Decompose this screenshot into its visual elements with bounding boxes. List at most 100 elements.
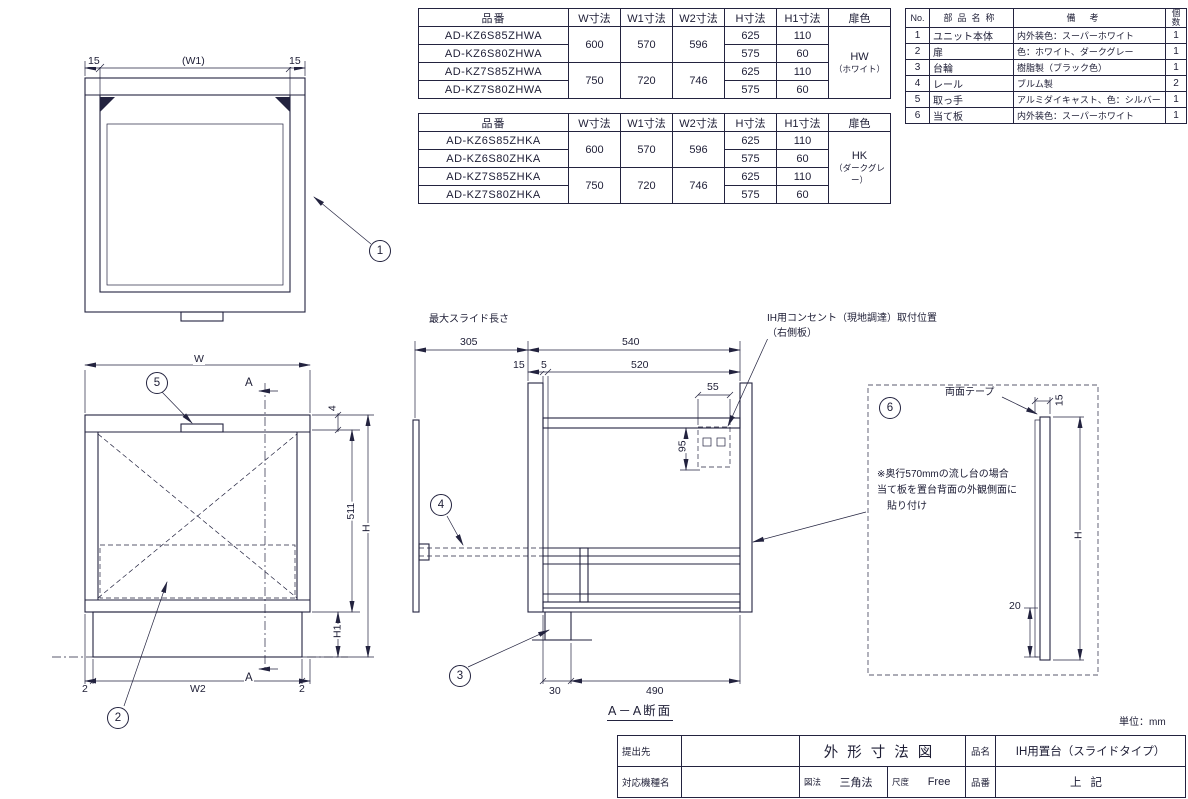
dim-label: 15 (87, 55, 101, 67)
dim-label: 15 (1053, 393, 1066, 408)
scale-label: 尺度 (892, 777, 910, 787)
dim-cell: 746 (672, 167, 725, 204)
projection-value: 三角法 (839, 777, 873, 789)
part-qty: 1 (1165, 26, 1187, 44)
note-line-1: ※奥行570mmの流し台の場合 (876, 469, 1010, 480)
dim-label: 4 (326, 404, 339, 413)
unit-note: 単位：mm (1118, 717, 1167, 728)
model-cell: AD-KZ7S85ZHWA (418, 62, 569, 81)
dim-cell: 625 (724, 167, 777, 186)
spec-table-hw: 品番 W寸法 W1寸法 W2寸法 H寸法 H1寸法 扉色 AD-KZ6S85ZH… (418, 8, 891, 99)
dim-cell: 625 (724, 131, 777, 150)
dim-label: 30 (548, 685, 562, 697)
dim-label: (W1) (181, 55, 206, 67)
part-qty: 1 (1165, 106, 1187, 124)
compatible-model-label: 対応機種名 (617, 766, 682, 798)
col-header-w1: W1寸法 (620, 113, 673, 132)
parts-table: No. 部品名称 備考 個数 1 ユニット本体 内外装色：スーパーホワイト 1 … (905, 8, 1187, 124)
dim-label: 55 (706, 381, 720, 393)
part-qty: 1 (1165, 58, 1187, 76)
dim-label-h: H (1072, 530, 1085, 541)
title-block-row-1: 提出先 外形寸法図 品名 IH用置台（スライドタイプ） (617, 735, 1186, 767)
compatible-model-value-cell (681, 766, 800, 798)
parts-header-row: No. 部品名称 備考 個数 (905, 8, 1187, 28)
table-row: 4 レール ブルム製 2 (905, 74, 1187, 92)
top-view-drawing (84, 61, 372, 322)
door-color-name: （ホワイト） (833, 63, 885, 74)
dim-label: 490 (645, 685, 665, 697)
dim-label: 5 (540, 359, 548, 371)
dim-label-w2: W2 (189, 683, 207, 695)
balloon-2: 2 (107, 707, 129, 729)
table-row: AD-KZ6S80ZHKA 575 60 (418, 149, 891, 168)
col-header-door: 扉色 (828, 8, 891, 27)
dim-label: 2 (298, 683, 306, 695)
outlet-position-label-2: （右側板） (766, 328, 818, 339)
model-cell: AD-KZ7S85ZHKA (418, 167, 569, 186)
projection-cell: 図法 三角法 (799, 766, 888, 798)
qty-header-text: 個数 (1171, 8, 1181, 27)
part-qty: 1 (1165, 90, 1187, 108)
door-color-cell: HW （ホワイト） (828, 26, 891, 99)
note-line-3: 貼り付け (886, 501, 928, 512)
dim-cell: 110 (776, 62, 829, 81)
part-note: 内外装色：スーパーホワイト (1013, 106, 1166, 124)
balloon-4: 4 (430, 494, 452, 516)
dim-cell: 720 (620, 167, 673, 204)
dim-cell: 110 (776, 167, 829, 186)
table-row: AD-KZ6S85ZHKA 600 570 596 625 110 HK （ダー… (418, 131, 891, 204)
col-header-door: 扉色 (828, 113, 891, 132)
spec-hw-header-row: 品番 W寸法 W1寸法 W2寸法 H寸法 H1寸法 扉色 (418, 8, 891, 27)
col-header-w1: W1寸法 (620, 8, 673, 27)
part-note: アルミダイキャスト、色：シルバー (1013, 90, 1166, 108)
part-note: 内外装色：スーパーホワイト (1013, 26, 1166, 44)
scale-cell: 尺度 Free (887, 766, 966, 798)
dim-cell: 575 (724, 80, 777, 99)
dim-cell: 625 (724, 26, 777, 45)
dim-label-h: H (360, 523, 373, 534)
drawing-title: 外形寸法図 (799, 735, 966, 767)
col-header-h: H寸法 (724, 113, 777, 132)
dim-label: 511 (345, 501, 358, 521)
col-header-w: W寸法 (568, 113, 621, 132)
part-qty: 2 (1165, 74, 1187, 92)
dim-cell: 600 (568, 131, 621, 168)
part-note: 樹脂製（ブラック色） (1013, 58, 1166, 76)
dim-cell: 575 (724, 44, 777, 63)
model-cell: AD-KZ6S80ZHKA (418, 149, 569, 168)
section-view-drawing (412, 337, 867, 685)
door-color-code: HK (851, 149, 868, 162)
table-row: AD-KZ7S85ZHKA 750 720 746 625 110 (418, 167, 891, 204)
section-arrow-label-bottom: A (244, 672, 254, 685)
part-no: 1 (905, 26, 930, 44)
dim-cell: 600 (568, 26, 621, 63)
door-color-cell: HK （ダークグレー） (828, 131, 891, 204)
dim-cell: 60 (776, 80, 829, 99)
dim-label: 95 (676, 439, 689, 454)
dim-label: 540 (621, 336, 641, 348)
col-header-h: H寸法 (724, 8, 777, 27)
part-name: 扉 (929, 42, 1014, 60)
dim-cell: 60 (776, 185, 829, 204)
section-arrow-label-top: A (244, 377, 254, 390)
dim-cell: 750 (568, 62, 621, 99)
dim-label-h1: H1 (331, 623, 344, 639)
dim-cell: 570 (620, 131, 673, 168)
part-note: 色：ホワイト、ダークグレー (1013, 42, 1166, 60)
dim-cell: 596 (672, 26, 725, 63)
model-cell: AD-KZ7S80ZHKA (418, 185, 569, 204)
col-header-model: 品番 (418, 113, 569, 132)
part-no: 3 (905, 58, 930, 76)
model-cell: AD-KZ7S80ZHWA (418, 80, 569, 99)
table-row: 5 取っ手 アルミダイキャスト、色：シルバー 1 (905, 90, 1187, 108)
title-block-row-2: 対応機種名 図法 三角法 尺度 Free 品番 上記 (617, 766, 1186, 798)
note-line-2: 当て板を置台背面の外観側面に (876, 485, 1018, 496)
part-no: 6 (905, 106, 930, 124)
table-row: AD-KZ7S85ZHWA 750 720 746 625 110 (418, 62, 891, 99)
model-cell: AD-KZ6S80ZHWA (418, 44, 569, 63)
col-header-h1: H1寸法 (776, 113, 829, 132)
dim-cell: 575 (724, 185, 777, 204)
max-slide-label: 最大スライド長さ (428, 314, 510, 325)
